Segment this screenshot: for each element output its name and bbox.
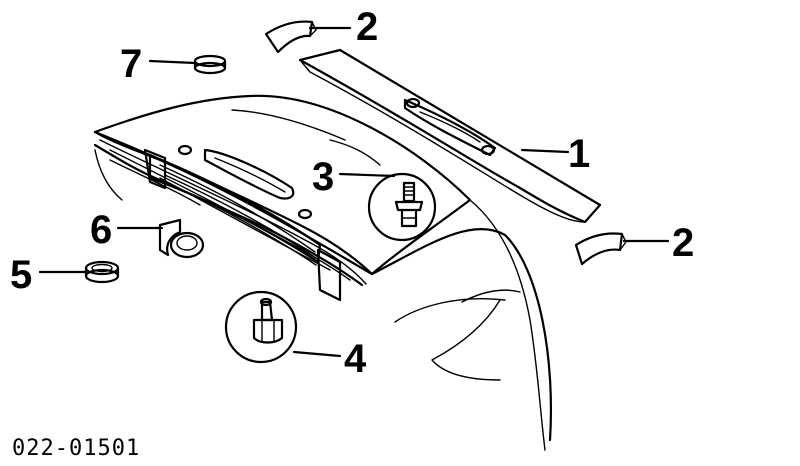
part-7-plug	[193, 54, 227, 75]
callout-2-right: 2	[672, 221, 694, 265]
leader-7	[148, 59, 197, 65]
part-5-ring	[84, 260, 120, 284]
part-2-end-cap-right	[574, 232, 627, 266]
callout-6: 6	[90, 208, 112, 252]
leader-lines	[38, 26, 670, 358]
leader-3	[338, 172, 396, 178]
part-6-clip	[158, 218, 205, 259]
leader-4	[292, 350, 342, 358]
callout-3: 3	[312, 155, 334, 199]
diagram-code: 022-01501	[12, 436, 140, 461]
trunk-lid	[93, 94, 553, 451]
part-4-stud	[224, 290, 298, 364]
callout-4: 4	[344, 337, 367, 381]
callout-7: 7	[120, 42, 142, 86]
part-3-fastener	[367, 172, 437, 242]
part-2-end-cap-top	[264, 20, 317, 54]
callout-5: 5	[10, 253, 32, 297]
part-1-molding-strip	[298, 48, 602, 224]
callout-1: 1	[568, 132, 590, 176]
leader-1	[520, 148, 570, 154]
callout-2-top: 2	[356, 5, 378, 49]
